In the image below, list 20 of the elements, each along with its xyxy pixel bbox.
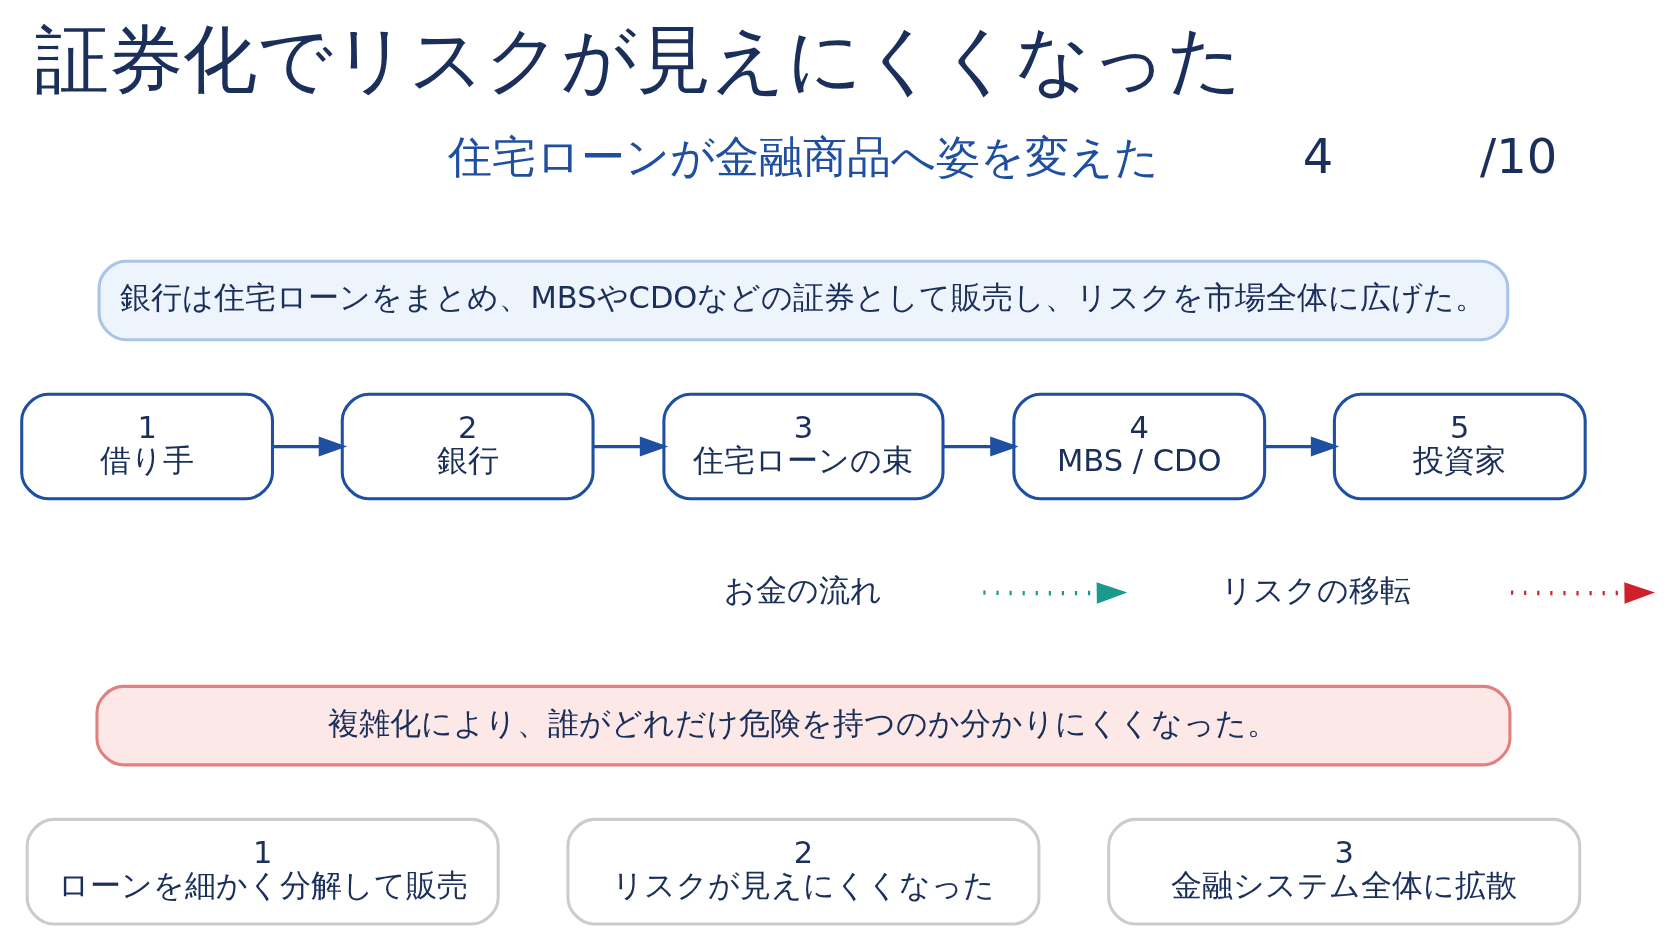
arrow: [593, 436, 669, 457]
node-box: 銀行は住宅ローンをまとめ、MBSやCDOなどの証券として販売し、リスクを市場全体に広げた。: [97, 259, 1510, 342]
node-box: 1 借り手: [20, 392, 274, 501]
legend-label: お金の流れ: [724, 572, 883, 608]
node-box: 4 MBS / CDO: [1012, 392, 1267, 501]
node-box: 3 金融システム全体に拡散: [1107, 817, 1582, 926]
legend-label: リスクの移転: [1220, 572, 1411, 608]
arrow: [272, 436, 348, 457]
node-box: 1 ローンを細かく分解して販売: [25, 817, 500, 926]
label: 4: [1302, 128, 1334, 185]
diagram-title: 証券化でリスクが見えにくくなった: [34, 15, 1243, 102]
node-box: 3 住宅ローンの束: [662, 392, 945, 501]
node-box: 5 投資家: [1332, 392, 1587, 501]
arrow: [943, 436, 1019, 457]
node-box: 2 銀行: [340, 392, 595, 501]
node-box: 2 リスクが見えにくくなった: [566, 817, 1041, 926]
label: 住宅ローンが金融商品へ姿を変えた: [447, 131, 1159, 182]
label: /10: [1480, 128, 1558, 185]
arrow: [1265, 436, 1340, 457]
node-box: 複雑化により、誰がどれだけ危険を持つのか分かりにくくなった。: [95, 684, 1512, 767]
